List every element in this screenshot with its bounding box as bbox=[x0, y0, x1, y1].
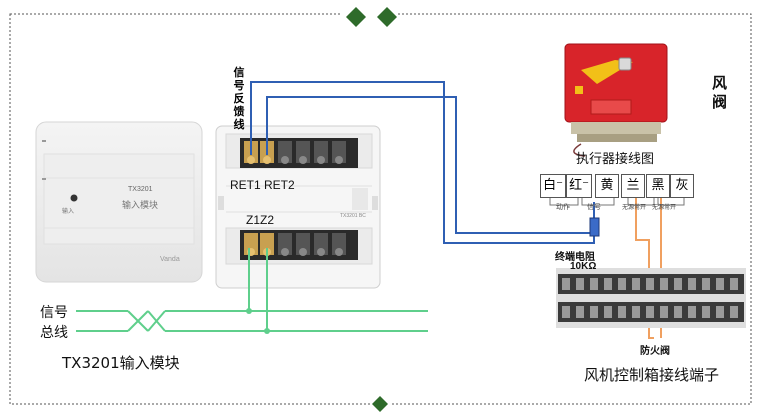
group-no-source-b-label: 无源常开 bbox=[652, 204, 677, 211]
terminal-resistor-value: 10KΩ bbox=[570, 261, 597, 272]
actuator-terminal-yellow: 黄 bbox=[595, 174, 619, 198]
bus-wires bbox=[76, 248, 428, 332]
terminal-base-image bbox=[215, 125, 381, 289]
group-no-source-a-label: 无源常开 bbox=[622, 204, 647, 211]
lower-terminal-block bbox=[240, 230, 358, 260]
control-box-terminal-image bbox=[556, 268, 746, 328]
upper-terminal-block bbox=[240, 138, 358, 168]
ret-terminal-labels: RET1 RET2 bbox=[230, 178, 295, 192]
module-model-text: TX3201 bbox=[128, 186, 153, 193]
terminal-resistor-icon bbox=[589, 217, 600, 237]
actuator-terminal-black: 黑 bbox=[646, 174, 670, 198]
input-module-image bbox=[35, 121, 203, 283]
module-caption: TX3201输入模块 bbox=[62, 354, 180, 372]
actuator-wiring-diagram-label: 执行器接线图 bbox=[576, 152, 655, 167]
damper-actuator-image bbox=[564, 43, 668, 157]
double-green-diamond-icon bbox=[342, 2, 397, 27]
actuator-group-brackets bbox=[549, 198, 685, 206]
junction-dot bbox=[264, 328, 270, 334]
module-input-label: 输入 bbox=[62, 208, 75, 215]
group-action-label: 动作 bbox=[556, 203, 570, 211]
actuator-terminal-blue: 兰 bbox=[621, 174, 645, 198]
damper-label: 风阀 bbox=[712, 74, 728, 111]
signal-line-label: 信号 bbox=[40, 305, 68, 321]
control-box-terminals-label: 风机控制箱接线端子 bbox=[584, 366, 720, 384]
bus-line-label: 总线 bbox=[40, 325, 68, 341]
actuator-terminal-gray: 灰 bbox=[670, 174, 694, 198]
green-diamond-icon bbox=[370, 396, 390, 412]
junction-dot bbox=[246, 308, 252, 314]
module-brand-text: Vanda bbox=[160, 256, 180, 263]
actuator-terminal-white: 白⁻ bbox=[540, 174, 566, 198]
actuator-terminal-red: 红⁻ bbox=[566, 174, 592, 198]
signal-feedback-wires bbox=[250, 81, 595, 244]
base-code-text: TX3201 BC bbox=[340, 213, 366, 219]
signal-feedback-line-label: 信号反馈线 bbox=[233, 66, 245, 131]
input-led-icon bbox=[70, 194, 78, 202]
module-name-text: 输入模块 bbox=[122, 201, 159, 211]
terminal-resistor-label: 终端电阻 bbox=[555, 252, 595, 263]
z-terminal-labels: Z1Z2 bbox=[246, 213, 275, 227]
group-signal-label: 信号 bbox=[587, 203, 601, 211]
fire-damper-label: 防火阀 bbox=[640, 346, 670, 357]
